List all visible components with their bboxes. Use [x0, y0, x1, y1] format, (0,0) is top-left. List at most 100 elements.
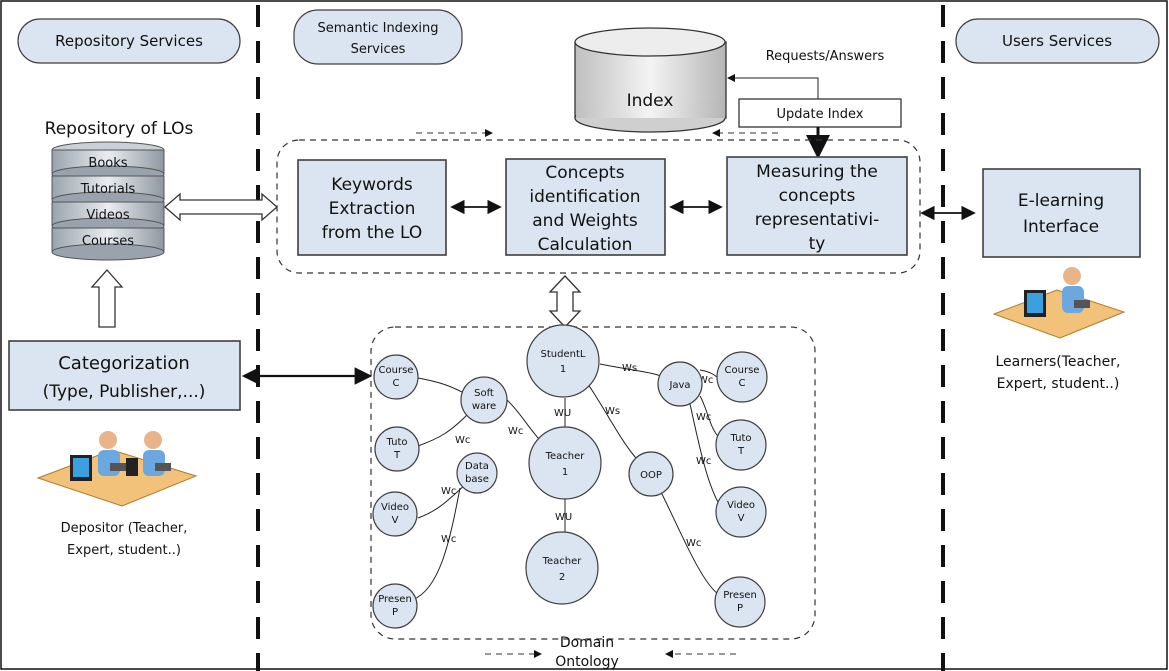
svg-text:OOP: OOP — [640, 470, 662, 481]
svg-text:C: C — [393, 378, 400, 389]
svg-text:Presen: Presen — [723, 590, 757, 601]
svg-text:T: T — [393, 450, 401, 461]
svg-text:representativi-: representativi- — [755, 210, 879, 230]
svg-text:Teacher: Teacher — [542, 556, 583, 567]
node-presen-p-left: Presen P — [372, 583, 418, 629]
process-container — [276, 139, 921, 274]
learners-label-line2: Expert, student..) — [997, 376, 1120, 392]
node-tuto-t-left: Tuto T — [374, 426, 420, 472]
svg-text:Tuto: Tuto — [386, 437, 408, 448]
svg-text:Wc: Wc — [698, 375, 713, 386]
domain-ontology-container — [370, 326, 816, 640]
svg-text:Semantic Indexing: Semantic Indexing — [318, 21, 439, 36]
elearning-interface-box: E-learning Interface — [982, 168, 1141, 258]
ontology-edge-labels: Wc Wc Wc Wc Ws Ws WU WU Wc Wc Wc Wc — [441, 363, 713, 549]
node-course-c-left: Course C — [373, 354, 419, 400]
svg-text:E-learning: E-learning — [1018, 191, 1104, 211]
svg-text:Wc: Wc — [508, 426, 523, 437]
svg-text:from the LO: from the LO — [322, 223, 423, 243]
node-video-v-left: Video V — [372, 491, 418, 537]
svg-text:Video: Video — [727, 500, 755, 511]
node-teacher-2: Teacher 2 — [525, 531, 599, 605]
svg-text:WU: WU — [555, 512, 572, 523]
measuring-representativity-box: Measuring the concepts representativi- t… — [726, 156, 908, 256]
svg-text:ty: ty — [809, 234, 826, 254]
svg-text:Concepts: Concepts — [545, 163, 624, 183]
svg-text:Course: Course — [725, 365, 760, 376]
keywords-extraction-box: Keywords Extraction from the LO — [297, 159, 447, 256]
svg-text:Calculation: Calculation — [538, 235, 633, 255]
repository-services-label: Repository Services — [17, 18, 241, 64]
svg-text:Wc: Wc — [441, 534, 456, 545]
repository-database-icon: Books Tutorials Videos Courses — [51, 141, 165, 261]
svg-text:P: P — [737, 603, 743, 614]
svg-text:Wc: Wc — [696, 456, 711, 467]
svg-text:Index: Index — [627, 91, 674, 111]
depositor-label-line1: Depositor (Teacher, — [61, 521, 188, 536]
categorization-up-arrow — [90, 269, 124, 328]
svg-text:C: C — [739, 378, 746, 389]
svg-text:Teacher: Teacher — [545, 451, 586, 462]
svg-text:Tuto: Tuto — [730, 433, 752, 444]
svg-text:Measuring the: Measuring the — [756, 162, 878, 182]
requests-answers-label: Requests/Answers — [766, 49, 885, 64]
concepts-identification-box: Concepts identification and Weights Calc… — [505, 158, 666, 256]
semantic-indexing-services-label: Semantic Indexing Services — [293, 9, 463, 65]
process-ontology-arrow — [548, 275, 582, 328]
svg-text:2: 2 — [559, 572, 565, 583]
svg-text:Java: Java — [668, 380, 690, 391]
svg-text:Ws: Ws — [605, 406, 620, 417]
svg-text:T: T — [737, 446, 745, 457]
update-index-box: Update Index — [738, 98, 902, 128]
repository-title: Repository of LOs — [45, 119, 194, 139]
svg-text:1: 1 — [560, 364, 566, 375]
svg-text:Wc: Wc — [441, 486, 456, 497]
svg-text:WU: WU — [554, 408, 571, 419]
svg-text:Wc: Wc — [455, 435, 470, 446]
node-oop: OOP — [628, 451, 674, 497]
repo-keywords-arrow — [164, 192, 278, 222]
svg-text:1: 1 — [562, 467, 568, 478]
users-services-label: Users Services — [955, 18, 1160, 64]
svg-text:Users Services: Users Services — [1002, 32, 1112, 50]
svg-text:concepts: concepts — [779, 186, 856, 206]
db-layer-books: Books — [88, 156, 127, 171]
svg-text:V: V — [738, 513, 745, 524]
svg-text:Extraction: Extraction — [329, 199, 416, 219]
domain-ontology-title-line1: Domain — [560, 635, 614, 651]
node-software: Soft ware — [460, 376, 508, 424]
depositor-label-line2: Expert, student..) — [67, 543, 181, 558]
node-database: Data base — [456, 452, 498, 494]
svg-text:StudentL: StudentL — [541, 349, 586, 360]
depositor-illustration — [36, 431, 198, 507]
svg-text:Presen: Presen — [378, 594, 412, 605]
node-teacher-1: Teacher 1 — [528, 426, 602, 500]
svg-text:Wc: Wc — [696, 412, 711, 423]
node-student-l1: StudentL 1 — [526, 324, 600, 398]
svg-text:Course: Course — [379, 365, 414, 376]
svg-text:and Weights: and Weights — [532, 211, 638, 231]
svg-text:Ws: Ws — [622, 363, 637, 374]
db-layer-tutorials: Tutorials — [80, 182, 136, 197]
node-presen-p-right: Presen P — [714, 576, 766, 628]
svg-text:P: P — [392, 607, 398, 618]
node-java: Java — [657, 361, 703, 407]
index-database: Index — [574, 27, 727, 133]
svg-text:identification: identification — [529, 187, 640, 207]
svg-text:Soft: Soft — [474, 388, 494, 399]
svg-text:Data: Data — [465, 461, 489, 472]
svg-text:Video: Video — [381, 502, 409, 513]
svg-text:Services: Services — [351, 42, 406, 57]
svg-text:Keywords: Keywords — [331, 175, 413, 195]
svg-text:V: V — [392, 515, 399, 526]
svg-text:Categorization: Categorization — [58, 353, 190, 374]
svg-text:Wc: Wc — [686, 538, 701, 549]
learner-illustration — [992, 267, 1126, 339]
svg-text:Interface: Interface — [1023, 217, 1099, 237]
svg-text:(Type, Publisher,...): (Type, Publisher,...) — [43, 382, 206, 402]
svg-text:Update Index: Update Index — [776, 107, 863, 122]
svg-text:ware: ware — [472, 401, 496, 412]
node-tuto-t-right: Tuto T — [715, 419, 767, 471]
node-course-c-right: Course C — [716, 351, 768, 403]
